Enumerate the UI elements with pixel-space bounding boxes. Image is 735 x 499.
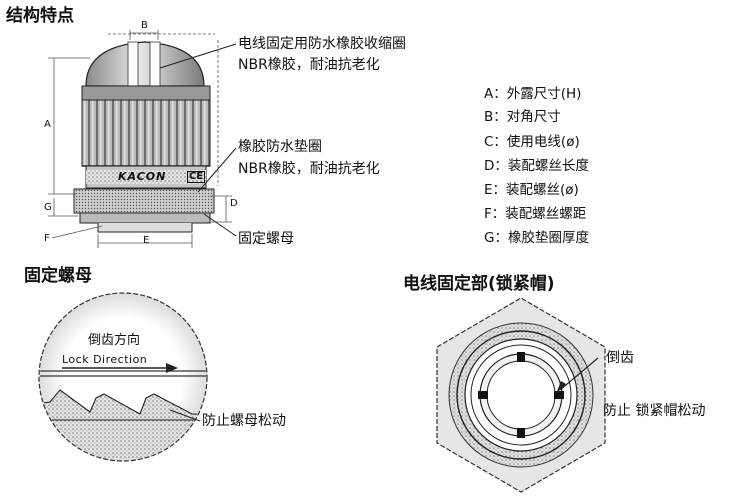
- legend-d: D：装配螺丝长度: [484, 158, 589, 174]
- dim-letter-e: E: [143, 235, 150, 246]
- lock-nut-teeth: [40, 389, 206, 421]
- callout-seal-material: NBR橡胶，耐油抗老化: [238, 57, 380, 73]
- clamp-teeth-label: 倒齿: [606, 350, 634, 366]
- legend-a: A：外露尺寸(H): [484, 86, 582, 102]
- hex-body: [81, 85, 211, 101]
- lock-nut-base: [79, 212, 211, 224]
- title-features: 结构特点: [6, 6, 74, 26]
- clamp-anti-loosen: 防止 锁紧帽松动: [603, 403, 706, 419]
- legend-e: E：装配螺丝(ø): [484, 182, 579, 198]
- callout-gasket-material: NBR橡胶，耐油抗老化: [238, 161, 380, 177]
- seal-dome: [85, 41, 205, 87]
- brand-logo: KACON: [118, 170, 167, 183]
- legend-b: B：对角尺寸: [484, 109, 561, 125]
- callout-nut: 固定螺母: [238, 231, 294, 247]
- dim-letter-d: D: [230, 198, 238, 209]
- callout-seal-title: 电线固定用防水橡胶收缩圈: [238, 36, 406, 52]
- lock-nut-anti-loosen: 防止螺母松动: [202, 413, 286, 429]
- callout-gasket-title: 橡胶防水垫圈: [238, 139, 322, 155]
- lock-direction-en: Lock Direction: [62, 353, 148, 366]
- ce-mark: CE: [187, 171, 206, 183]
- cable-clamp-detail: [436, 297, 606, 493]
- dim-letter-g: G: [44, 202, 52, 213]
- legend-c: C：使用电线(ø): [484, 134, 580, 150]
- dim-letter-a: A: [44, 119, 51, 130]
- legend-g: G：橡胶垫圈厚度: [484, 230, 589, 246]
- lock-direction-cn: 倒齿方向: [88, 333, 141, 348]
- legend-f: F：装配螺丝螺距: [484, 206, 587, 222]
- gasket: [73, 188, 215, 214]
- title-lock-nut: 固定螺母: [24, 266, 92, 286]
- dim-letter-f: F: [44, 233, 50, 244]
- title-cable-clamp: 电线固定部(锁紧帽): [403, 274, 555, 294]
- dim-letter-b: B: [141, 20, 148, 31]
